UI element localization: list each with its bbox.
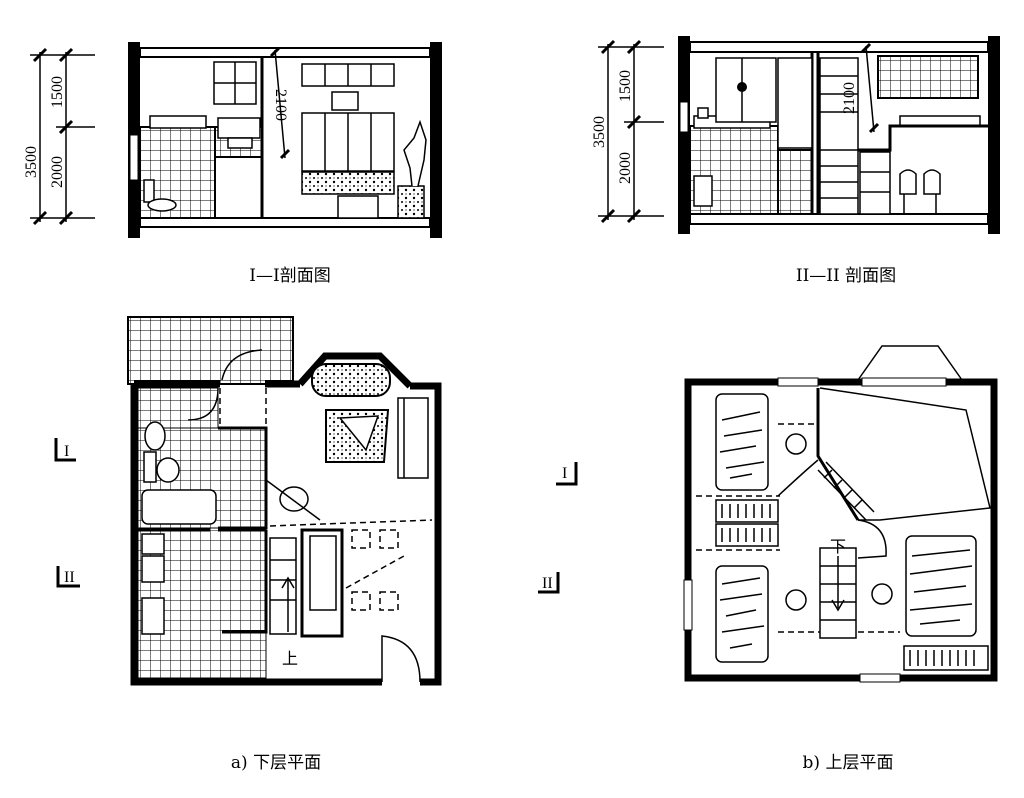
section-1-living-elevation: 2100 — [269, 46, 427, 219]
section-1-dimensions: 3500 1500 2000 — [23, 47, 95, 226]
section-2-dim-total: 3500 — [591, 116, 608, 148]
section-2: 3500 1500 2000 — [591, 36, 1000, 286]
section-1-caption: I—I剖面图 — [249, 266, 330, 286]
section-2-stair-icon — [819, 57, 859, 215]
plan-lower-entry-door — [381, 635, 421, 683]
section-2-dimensions: 3500 1500 2000 — [591, 39, 664, 224]
plan-lower-stair-icon — [269, 528, 344, 638]
section-2-dim-upper: 1500 — [617, 70, 634, 102]
plan-lower-sofa-icon — [311, 363, 391, 397]
section-2-dim-lower: 2000 — [617, 152, 634, 184]
plan-upper-stair-icon — [817, 461, 875, 639]
svg-text:I: I — [562, 465, 567, 482]
plan-lower-terrace — [127, 316, 294, 385]
plan-upper-bed-2-icon — [715, 565, 769, 663]
section-1-dim-loft: 2100 — [272, 89, 289, 121]
section-2-heater-icon — [693, 175, 713, 207]
plan-lower-cut-mark-1: I — [54, 438, 76, 462]
plan-lower-caption: a) 下层平面 — [231, 753, 321, 773]
section-1-dim-upper: 1500 — [49, 76, 66, 108]
plan-lower-bathtub-icon — [141, 489, 217, 525]
section-1: 3500 1500 2000 — [23, 42, 442, 286]
plan-upper-bay-window — [857, 345, 963, 381]
plan-lower-stove-icon — [141, 555, 165, 583]
plan-lower: 上 I II a) 下层平面 — [54, 316, 442, 773]
plan-upper-stair-label: 下 — [830, 539, 846, 556]
plan-upper-lamp-icon — [785, 433, 807, 455]
section-2-dim-loft: 2100 — [841, 82, 858, 114]
section-2-stool-icon — [899, 169, 917, 195]
plan-lower-cut-mark-2: II — [56, 566, 80, 588]
section-1-dim-lower: 2000 — [49, 156, 66, 188]
plan-lower-stair-label: 上 — [282, 650, 298, 668]
section-1-walls — [128, 42, 442, 238]
section-2-caption: II—II 剖面图 — [796, 266, 896, 286]
svg-text:II: II — [542, 575, 553, 592]
svg-text:I: I — [64, 443, 69, 460]
plan-upper-cut-mark-2: II — [538, 572, 560, 594]
section-2-walls — [678, 36, 1000, 234]
plan-upper-wardrobe-icon — [715, 499, 989, 671]
plan-upper: 下 I II b) 上层平面 — [538, 345, 998, 773]
plan-upper-bed-3-icon — [905, 535, 977, 637]
svg-text:II: II — [64, 569, 75, 586]
plan-lower-dining-chairs — [269, 519, 433, 611]
section-1-toilet-icon — [147, 198, 177, 212]
plan-upper-cut-mark-1: I — [556, 462, 578, 486]
section-1-dim-total: 3500 — [23, 146, 40, 178]
section-1-plant-icon — [403, 119, 427, 187]
plan-upper-caption: b) 上层平面 — [803, 753, 894, 773]
plan-upper-bed-1-icon — [715, 393, 769, 491]
plan-lower-toilet-icon — [144, 421, 166, 451]
